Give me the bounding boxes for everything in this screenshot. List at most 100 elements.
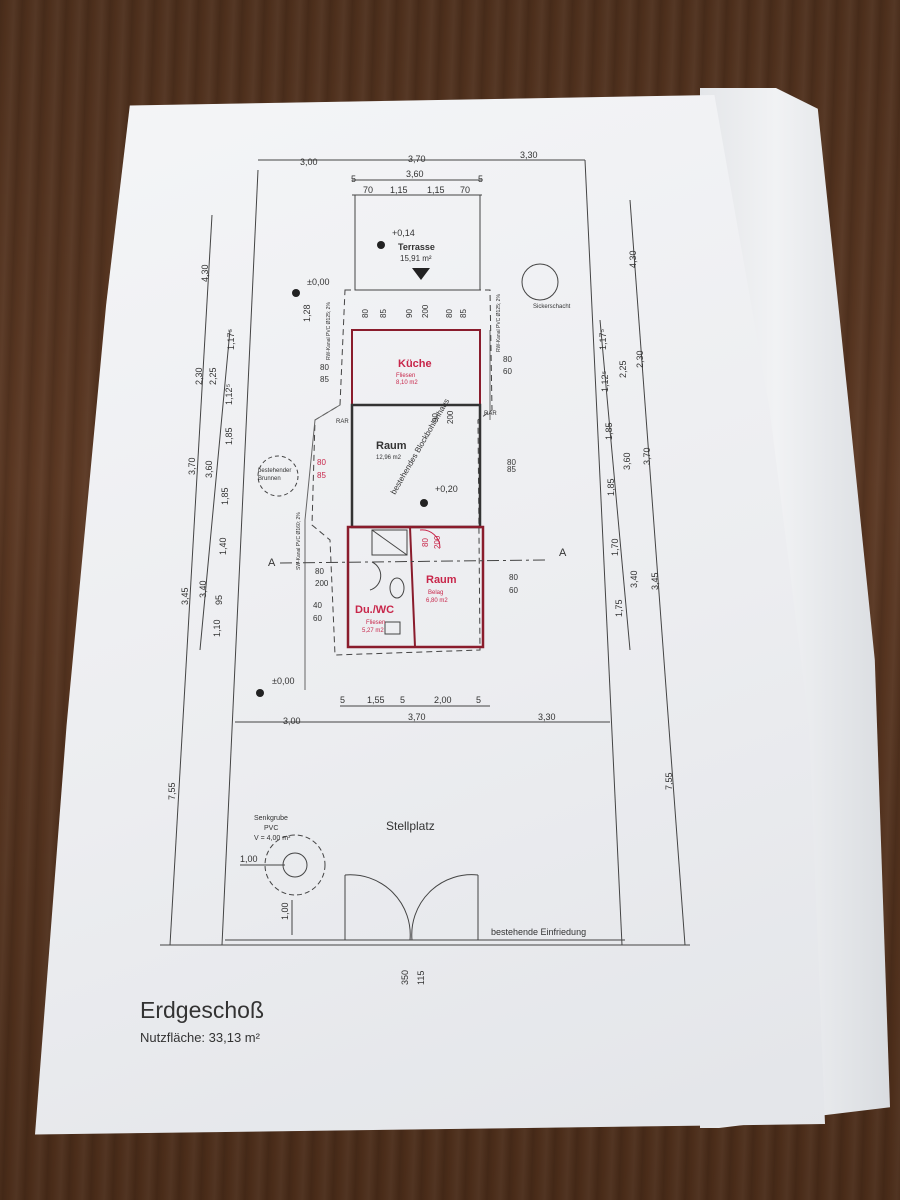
svg-text:2,00: 2,00 [434, 695, 452, 705]
svg-text:80: 80 [445, 309, 454, 318]
section-mark-right: A [559, 547, 567, 559]
septic-dim-2: 1,00 [280, 902, 290, 920]
terrace-area: 15,91 m² [400, 254, 432, 263]
svg-text:95: 95 [214, 595, 224, 605]
svg-text:1,10: 1,10 [212, 619, 222, 637]
plan-title: Erdgeschoß [140, 997, 264, 1023]
room1-area: 12,96 m2 [376, 455, 402, 461]
rar-label-2: RAR [484, 411, 497, 417]
top-sub-1: 3,60 [406, 169, 424, 179]
svg-text:80: 80 [317, 458, 326, 467]
svg-text:85: 85 [379, 309, 388, 318]
top-dim-3: 3,30 [520, 150, 538, 160]
svg-text:1,12⁵: 1,12⁵ [224, 383, 234, 405]
level-zero: ±0,00 [307, 277, 329, 287]
svg-text:1,70: 1,70 [610, 538, 620, 556]
svg-text:80: 80 [315, 567, 324, 576]
level-marker-icon [256, 689, 264, 697]
kanal-label-1: RW-Kanal PVC Ø125; 2% [326, 302, 332, 360]
property-line-left [221, 169, 259, 946]
svg-text:80: 80 [507, 458, 516, 467]
level-terrace: +0,14 [392, 228, 415, 238]
svg-text:80: 80 [361, 309, 370, 318]
svg-text:3,70: 3,70 [642, 447, 652, 465]
svg-text:4,30: 4,30 [628, 250, 638, 268]
well-label-1: bestehender [258, 468, 291, 474]
svg-text:1,75: 1,75 [614, 599, 624, 617]
kitchen-label: Küche [398, 358, 432, 370]
sickerschacht-label: Sickerschacht [533, 304, 571, 310]
svg-text:5: 5 [400, 695, 405, 705]
sickerschacht-icon [521, 263, 559, 301]
plan-subtitle: Nutzfläche: 33,13 m² [140, 1030, 261, 1045]
svg-text:3,60: 3,60 [622, 452, 632, 470]
room2-area: 6,80 m2 [426, 598, 448, 604]
svg-text:7,55: 7,55 [664, 772, 674, 790]
level-marker-icon [377, 241, 385, 249]
level-marker-icon [420, 499, 428, 507]
svg-text:70: 70 [460, 185, 470, 195]
svg-text:85: 85 [507, 465, 516, 474]
kanal-label-3: SW-Kanal PVC Ø160; 2% [296, 512, 302, 570]
svg-text:3,70: 3,70 [187, 457, 197, 475]
svg-text:3,60: 3,60 [204, 460, 214, 478]
svg-text:3,45: 3,45 [180, 587, 190, 605]
level-marker-icon [292, 289, 300, 297]
svg-text:1,85: 1,85 [220, 487, 230, 505]
room1-walls [350, 403, 482, 529]
gate-right-icon [411, 874, 479, 941]
top-dim-2: 3,70 [408, 154, 426, 164]
bottom-dim-2: 3,70 [408, 712, 426, 722]
property-line-right [584, 159, 623, 946]
svg-text:80: 80 [503, 355, 512, 364]
svg-text:3,40: 3,40 [629, 570, 639, 588]
svg-text:85: 85 [320, 375, 329, 384]
svg-text:90: 90 [405, 309, 414, 318]
kitchen-area: 8,10 m2 [396, 380, 418, 386]
svg-text:1,85: 1,85 [606, 478, 616, 496]
svg-text:70: 70 [363, 185, 373, 195]
svg-text:3,40: 3,40 [198, 580, 208, 598]
fence-label: bestehende Einfriedung [491, 927, 586, 937]
well-icon [257, 455, 299, 497]
svg-text:60: 60 [313, 614, 322, 623]
svg-text:90: 90 [431, 413, 440, 422]
svg-text:85: 85 [459, 309, 468, 318]
top-dim-1: 3,00 [300, 157, 318, 167]
gate-left-icon [344, 874, 411, 941]
svg-text:2,30: 2,30 [194, 367, 204, 385]
sink-icon [384, 621, 401, 635]
svg-text:200: 200 [421, 304, 430, 318]
shower-icon [371, 529, 408, 556]
svg-text:1,85: 1,85 [604, 422, 614, 440]
rar-label-1: RAR [336, 419, 349, 425]
septic-dim-1: 1,00 [240, 854, 258, 864]
svg-text:80: 80 [320, 363, 329, 372]
svg-text:5: 5 [340, 695, 345, 705]
gate-dim-1: 350 [400, 970, 410, 985]
bath-floor: Fliesen [366, 620, 385, 626]
level-room: +0,20 [435, 484, 458, 494]
svg-text:40: 40 [313, 601, 322, 610]
bath-label: Du./WC [355, 604, 394, 616]
svg-text:5: 5 [476, 695, 481, 705]
paper-sheet [35, 95, 825, 1135]
kitchen-floor: Fliesen [396, 373, 415, 379]
svg-text:60: 60 [509, 586, 518, 595]
svg-text:1,15: 1,15 [427, 185, 445, 195]
room1-label: Raum [376, 440, 407, 452]
gate-dim-2: 115 [416, 971, 426, 985]
svg-text:1,12⁵: 1,12⁵ [600, 370, 610, 392]
svg-text:1,85: 1,85 [224, 427, 234, 445]
toilet-icon [389, 577, 405, 599]
svg-text:2,25: 2,25 [618, 360, 628, 378]
svg-text:1,15: 1,15 [390, 185, 408, 195]
svg-text:200: 200 [315, 579, 329, 588]
room2-floor: Belag [428, 590, 443, 596]
svg-text:60: 60 [503, 367, 512, 376]
svg-text:1,17⁵: 1,17⁵ [598, 328, 608, 350]
svg-text:4,30: 4,30 [200, 264, 210, 282]
kanal-label-2: RW-Kanal PVC Ø125; 2% [496, 294, 502, 352]
well-label: Brunnen [258, 476, 281, 482]
